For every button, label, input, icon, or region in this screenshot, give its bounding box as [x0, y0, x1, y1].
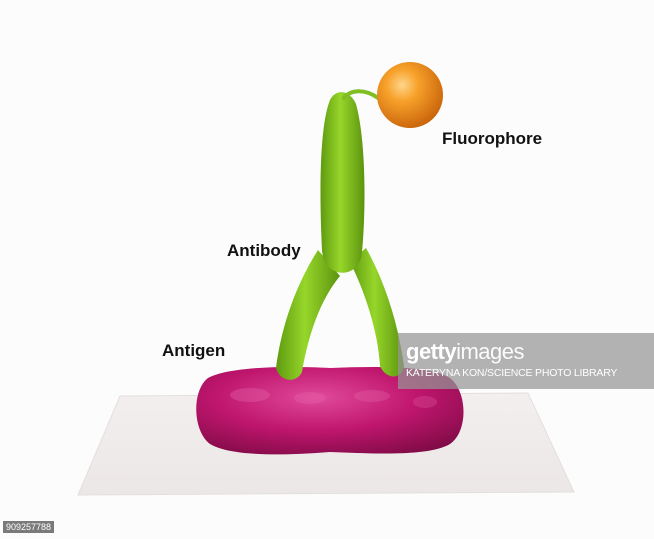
getty-logo: gettyimages — [406, 339, 524, 365]
photo-credit: KATERYNA KON/SCIENCE PHOTO LIBRARY — [406, 367, 617, 379]
getty-watermark: gettyimages KATERYNA KON/SCIENCE PHOTO L… — [398, 333, 654, 389]
label-fluorophore: Fluorophore — [442, 129, 542, 149]
image-id-tag: 909257788 — [3, 521, 54, 533]
fluorophore-sphere — [377, 62, 443, 128]
antibody-shape — [276, 91, 404, 380]
label-antigen: Antigen — [162, 341, 225, 361]
label-antibody: Antibody — [227, 241, 301, 261]
